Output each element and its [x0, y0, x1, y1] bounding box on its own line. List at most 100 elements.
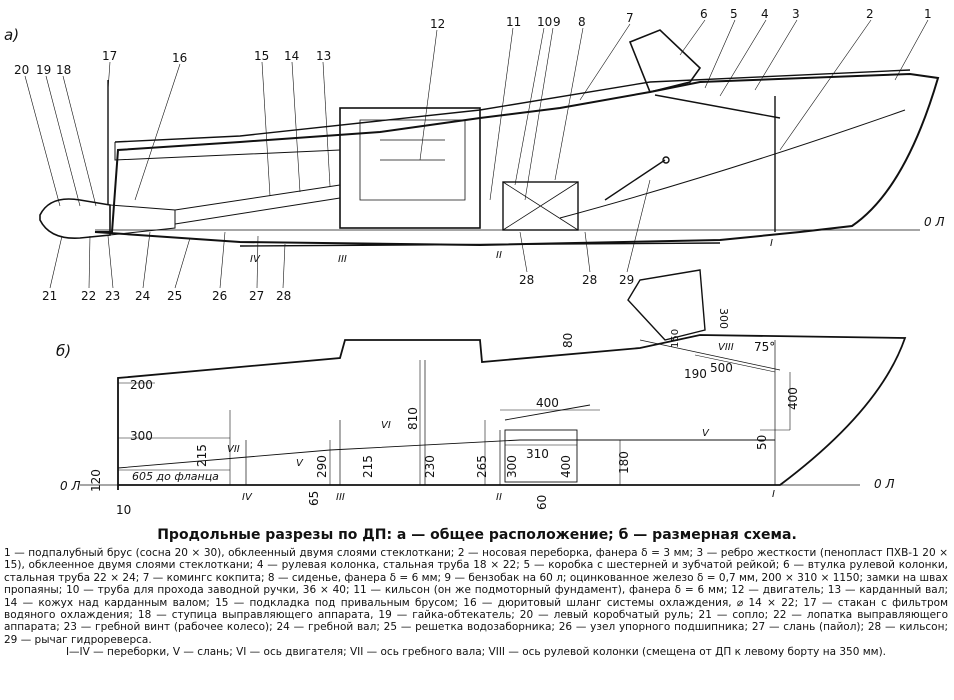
callout-4: 4 [761, 7, 769, 21]
dim-400-top: 400 [536, 396, 559, 410]
callout-12: 12 [430, 17, 445, 31]
interior-verticals [245, 340, 776, 485]
dim-310: 310 [526, 447, 549, 461]
panel-a-callouts-top: 20 19 18 17 16 15 14 13 12 11 10 9 8 7 6… [14, 7, 932, 77]
roman-V-right: V [702, 428, 710, 439]
steering-column [654, 94, 781, 119]
roman-VII: VII [227, 444, 240, 455]
callout-10: 10 [537, 15, 552, 29]
callout-22: 22 [81, 289, 96, 303]
waterline-label-b-right: 0 Л [874, 477, 894, 491]
engine-block [339, 107, 481, 229]
panel-a-label: а) [4, 26, 19, 44]
callout-13: 13 [316, 49, 331, 63]
hull-outline-b [117, 334, 907, 490]
figure-caption: Продольные разрезы по ДП: а — общее расп… [157, 527, 797, 543]
callout-28-c: 28 [582, 273, 597, 287]
waterline-label-b-left: 0 Л [60, 479, 80, 493]
callout-28-b: 28 [519, 273, 534, 287]
dim-75-deg: 75° [754, 340, 775, 354]
fuel-tank-b [504, 429, 578, 483]
bulkhead-I-a: I [770, 238, 773, 249]
fuel-tank-cross [502, 181, 579, 231]
roman-I-b: I [772, 489, 775, 500]
legend-main: 1 — подпалубный брус (сосна 20 × 30), об… [4, 547, 948, 646]
windshield [628, 29, 702, 93]
panel-b-label: б) [56, 342, 71, 360]
roman-VI: VI [381, 420, 391, 431]
callout-29: 29 [619, 273, 634, 287]
steering-axis [639, 339, 781, 371]
reverse-lever [604, 159, 666, 201]
dim-300-top: 300 [717, 308, 730, 329]
longitudinal-sections-drawing: а) 20 19 18 17 16 15 14 13 12 11 10 9 8 … [4, 7, 944, 517]
panel-a-bulkheads: IV III II I [250, 238, 773, 265]
dim-50: 50 [755, 435, 769, 450]
dim-300: 300 [130, 429, 153, 443]
seat-b [504, 404, 591, 421]
dim-150: 150 [670, 329, 681, 348]
roman-III-b: III [336, 492, 345, 503]
callout-25: 25 [167, 289, 182, 303]
dim-215-mid: 215 [361, 455, 375, 478]
callout-15: 15 [254, 49, 269, 63]
dim-400-bow: 400 [786, 387, 800, 410]
callout-18: 18 [56, 63, 71, 77]
jet-grid [109, 204, 176, 236]
lever-knob [662, 156, 670, 164]
dim-65: 65 [307, 491, 321, 506]
dim-290: 290 [315, 455, 329, 478]
bulkhead-IV-a: IV [250, 254, 261, 265]
callout-3: 3 [792, 7, 800, 21]
callout-7: 7 [626, 11, 634, 25]
panel-a-drawing [24, 19, 940, 289]
dim-810: 810 [406, 407, 420, 430]
dim-400-right: 400 [559, 455, 573, 478]
dim-230: 230 [423, 455, 437, 478]
floor-line-b [117, 439, 775, 469]
callout-9: 9 [553, 15, 561, 29]
panel-a-callouts-bottom: 21 22 23 24 25 26 27 28 28 28 29 [42, 273, 634, 303]
leaders-top [24, 19, 929, 207]
gunwale-band [114, 69, 911, 143]
shaft-tunnel [174, 184, 341, 225]
roman-IV-b: IV [242, 492, 253, 503]
windshield-b [627, 269, 706, 341]
roman-II-b: II [496, 492, 502, 503]
dim-265: 265 [475, 455, 489, 478]
dim-80: 80 [561, 333, 575, 348]
callout-16: 16 [172, 51, 187, 65]
chine-line [559, 109, 906, 219]
panel-b-roman: VII V VI V VIII IV III II I [227, 342, 775, 503]
roman-V-left: V [296, 458, 304, 469]
callout-17: 17 [102, 49, 117, 63]
dim-605: 605 до фланца [132, 470, 219, 483]
callout-8: 8 [578, 15, 586, 29]
callout-28-a: 28 [276, 289, 291, 303]
dim-10: 10 [116, 503, 131, 517]
dim-60: 60 [535, 495, 549, 510]
keel-line [239, 242, 721, 247]
callout-11: 11 [506, 15, 521, 29]
legend-roman: I—IV — переборки, V — слань; VI — ось дв… [65, 646, 887, 659]
bulkhead-II-a: II [496, 250, 502, 261]
callout-27: 27 [249, 289, 264, 303]
callout-23: 23 [105, 289, 120, 303]
dim-500: 500 [710, 361, 733, 375]
dim-120: 120 [89, 469, 103, 492]
leaders-bottom [49, 179, 651, 289]
dim-300-tank: 300 [505, 455, 519, 478]
engine-detail [359, 119, 466, 201]
aft-deck [114, 142, 341, 161]
dim-190: 190 [684, 367, 707, 381]
bulkhead-III-a: III [338, 254, 347, 265]
hull-outline-a [94, 72, 940, 247]
callout-2: 2 [866, 7, 874, 21]
waterline-label-a: 0 Л [924, 215, 944, 229]
callout-26: 26 [212, 289, 227, 303]
callout-21: 21 [42, 289, 57, 303]
callout-1: 1 [924, 7, 932, 21]
callout-14: 14 [284, 49, 299, 63]
callout-5: 5 [730, 7, 738, 21]
panel-b-dimensions: 200 300 215 605 до фланца 120 10 290 65 … [89, 308, 800, 517]
